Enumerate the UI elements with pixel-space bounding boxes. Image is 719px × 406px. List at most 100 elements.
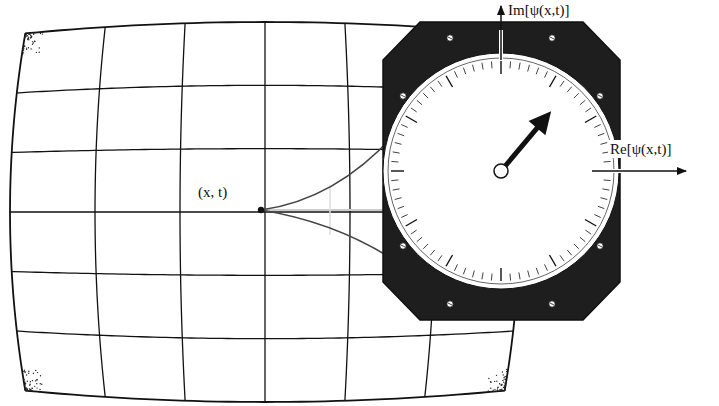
- dial-tick: [528, 65, 530, 72]
- dial-tick: [574, 244, 579, 249]
- stipple-dot: [25, 33, 26, 34]
- stipple-dot: [32, 388, 33, 389]
- dial-tick: [598, 206, 605, 208]
- stipple-dot: [504, 390, 505, 391]
- dial-tick: [423, 93, 428, 98]
- dial-tick: [509, 61, 511, 68]
- stipple-dot: [30, 36, 31, 37]
- dial-tick: [398, 206, 405, 208]
- stipple-dot: [494, 381, 495, 382]
- dial-tick: [545, 71, 548, 77]
- stipple-dot: [38, 391, 39, 392]
- stipple-dot: [26, 35, 27, 36]
- stipple-dot: [27, 381, 28, 382]
- dial-tick: [536, 268, 538, 275]
- dial-hub: [494, 164, 508, 178]
- dial-tick: [491, 274, 493, 281]
- phase-gauge: [383, 22, 620, 320]
- stipple-dot: [493, 390, 494, 391]
- stipple-dot: [42, 33, 43, 34]
- screw: [447, 301, 453, 307]
- screw: [597, 93, 603, 99]
- stipple-dot: [493, 391, 494, 392]
- screw-slot: [550, 303, 554, 305]
- stipple-dot: [24, 36, 25, 37]
- stipple-dot: [30, 37, 31, 38]
- stipple-dot: [30, 381, 31, 382]
- dial-tick: [600, 143, 607, 145]
- dial-tick: [600, 198, 607, 200]
- grid-line: [345, 23, 350, 400]
- stipple-dot: [33, 32, 34, 33]
- dial-tick: [594, 125, 600, 128]
- dial-tick: [574, 93, 579, 98]
- stipple-dot: [25, 33, 26, 34]
- stipple-dot: [38, 32, 39, 33]
- stipple-dot: [22, 53, 23, 54]
- dial-tick: [395, 143, 402, 145]
- gauge-housing: [383, 22, 620, 320]
- stipple-dot: [501, 385, 502, 386]
- dial-tick: [417, 100, 422, 104]
- stipple-dot: [31, 390, 32, 391]
- stipple-dot: [31, 36, 32, 37]
- stipple-dot: [26, 390, 27, 391]
- stipple-dot: [37, 379, 38, 380]
- stipple-dot: [23, 379, 24, 380]
- stipple-dot: [35, 370, 36, 371]
- stipple-dot: [496, 375, 497, 376]
- stipple-dot: [503, 387, 504, 388]
- stipple-dot: [26, 49, 27, 50]
- stipple-dot: [23, 379, 24, 380]
- stipple-dot: [23, 46, 24, 47]
- stipple-dot: [504, 376, 505, 377]
- dial-tick: [446, 76, 453, 87]
- stipple-dot: [503, 382, 504, 383]
- dial-tick: [430, 87, 434, 92]
- stipple-dot: [24, 388, 25, 389]
- stipple-dot: [25, 389, 26, 390]
- stipple-dot: [24, 388, 25, 389]
- stipple-dot: [490, 391, 491, 392]
- stipple-dot: [497, 390, 498, 391]
- stipple-dot: [494, 389, 495, 390]
- dial-tick: [594, 215, 600, 218]
- dial-tick: [411, 108, 417, 112]
- stipple-dot: [503, 374, 504, 375]
- stipple-dot: [22, 51, 23, 52]
- stipple-dot: [501, 384, 502, 385]
- dial-tick: [602, 189, 609, 190]
- stipple-dot: [22, 49, 23, 50]
- stipple-dot: [29, 384, 30, 385]
- stipple-dot: [35, 380, 36, 381]
- stipple-dot: [490, 382, 491, 383]
- axis-label: Im[ψ(x,t)]: [506, 1, 571, 19]
- dial-tick: [455, 264, 458, 270]
- stipple-dot: [505, 386, 506, 387]
- screw-slot: [448, 37, 452, 39]
- dial-tick: [580, 237, 585, 241]
- screw: [597, 243, 603, 249]
- dial-tick: [393, 152, 400, 153]
- dial-tick: [500, 268, 501, 281]
- stipple-dot: [23, 47, 24, 48]
- dial-tick: [519, 63, 520, 70]
- stipple-dot: [24, 35, 25, 36]
- stipple-dot: [40, 383, 41, 384]
- stipple-dot: [31, 387, 32, 388]
- dial-tick: [406, 116, 417, 123]
- dial-tick: [560, 81, 564, 87]
- stipple-dot: [501, 390, 502, 391]
- stipple-dot: [32, 380, 33, 381]
- stipple-dot: [40, 375, 41, 376]
- stipple-dot: [24, 387, 25, 388]
- stipple-dot: [24, 45, 25, 46]
- dial-tick: [598, 133, 605, 135]
- stipple-dot: [29, 390, 30, 391]
- grid-line: [17, 331, 513, 339]
- stipple-dot: [501, 388, 502, 389]
- stipple-dot: [24, 387, 25, 388]
- real-axis: [592, 170, 686, 172]
- stipple-dot: [28, 373, 29, 374]
